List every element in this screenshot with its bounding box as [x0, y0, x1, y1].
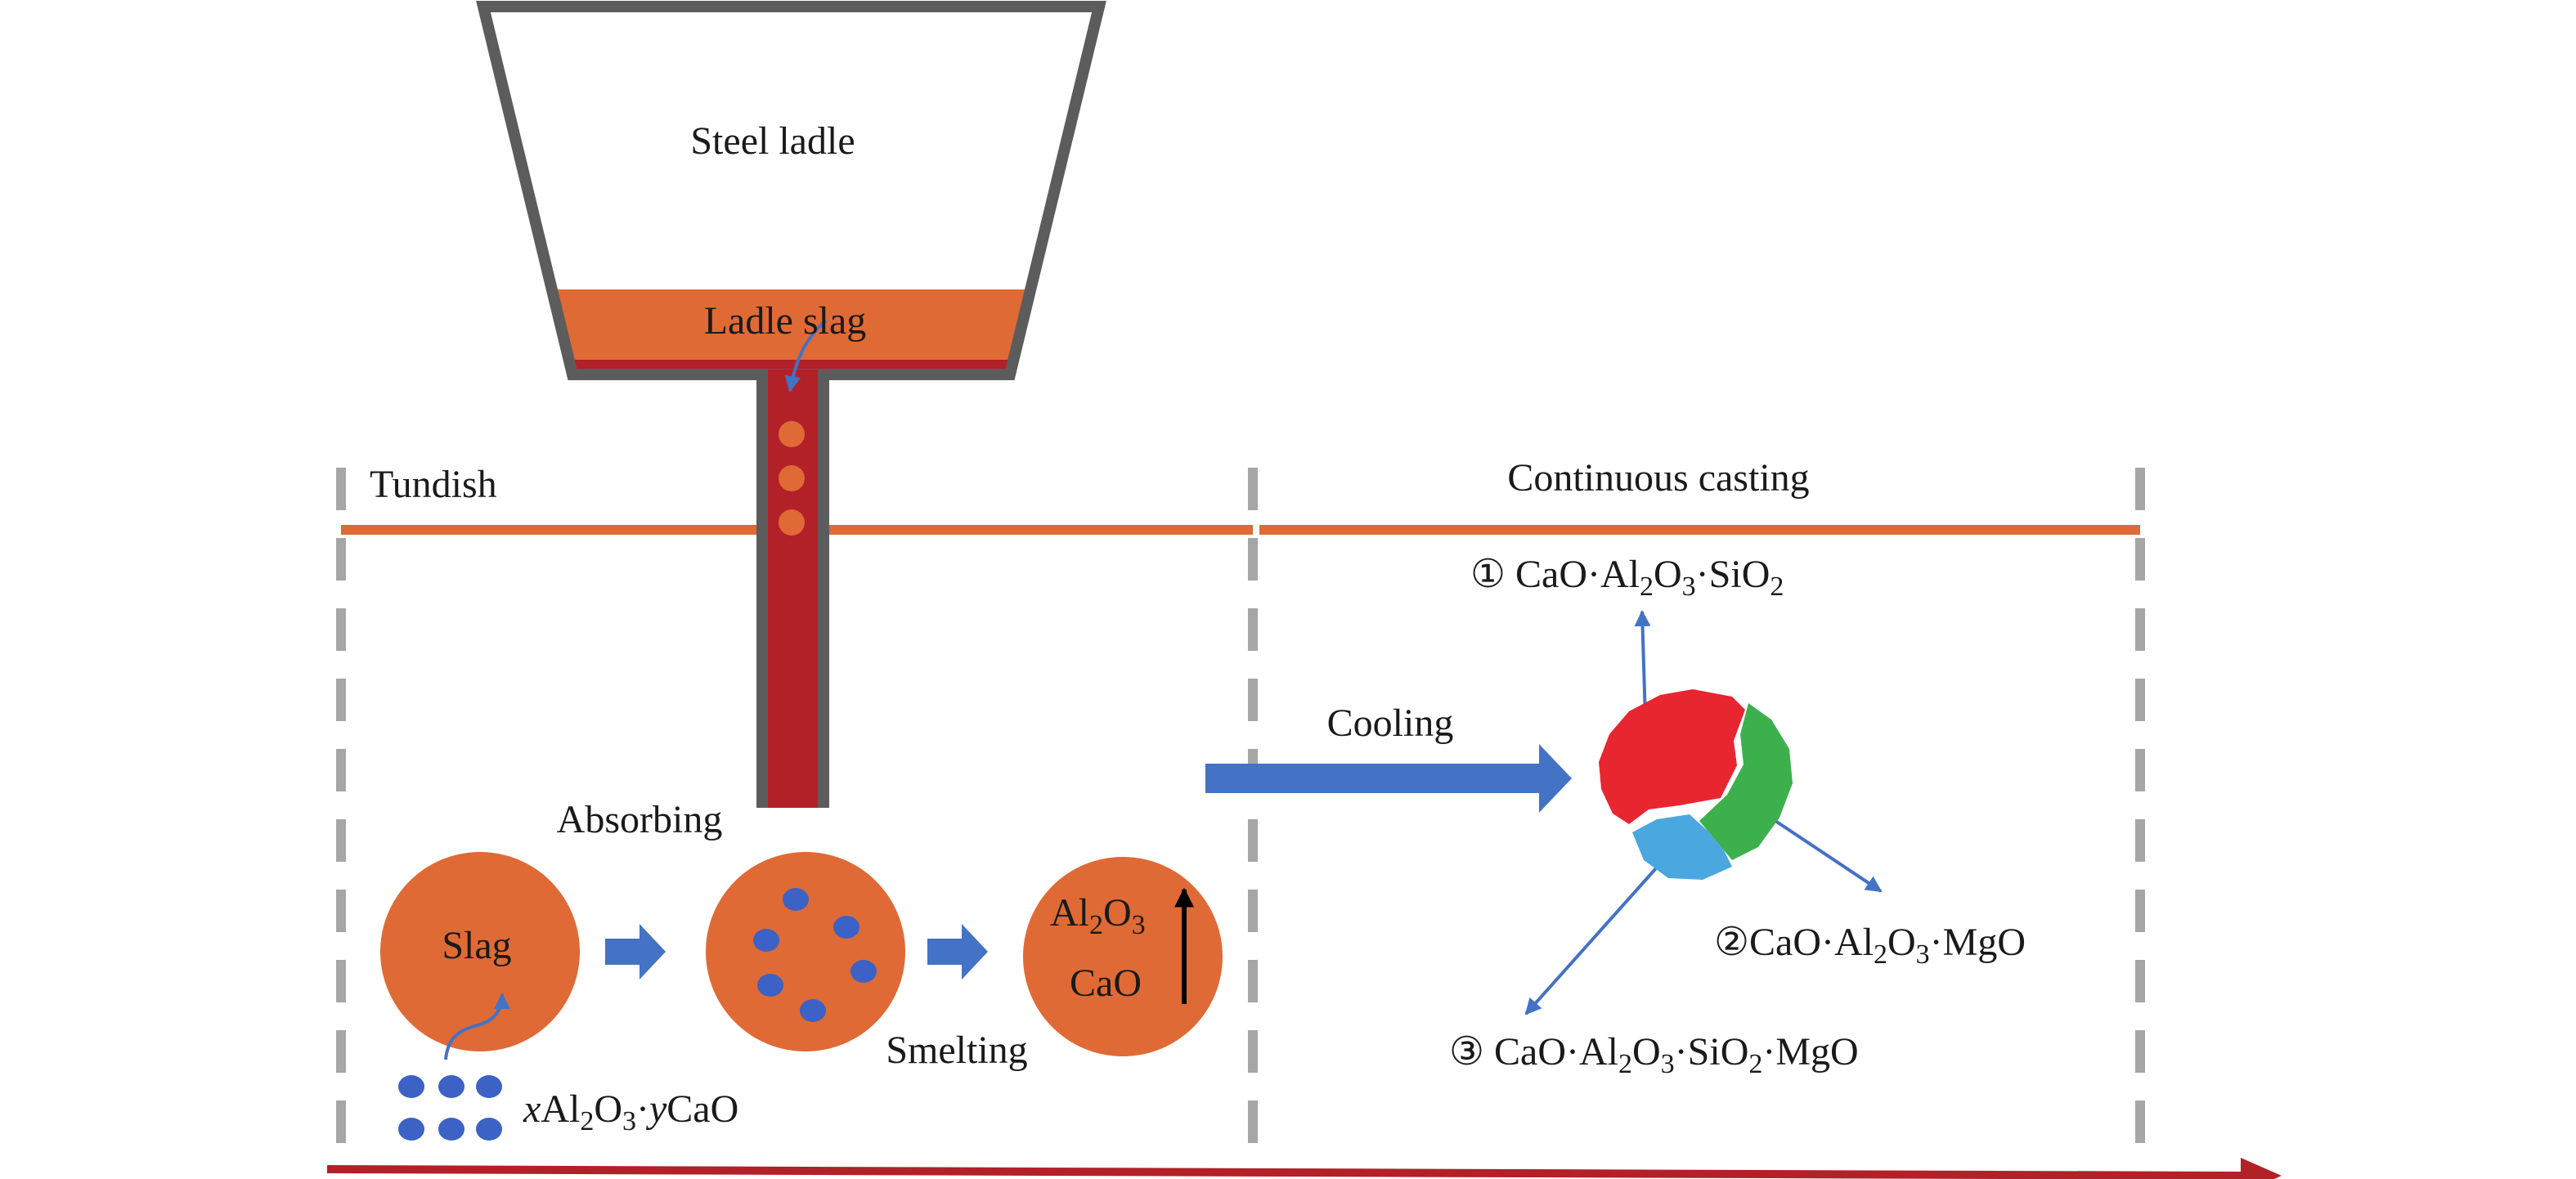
- phase2-pointer: [1769, 816, 1883, 893]
- absorb-curve-arrow: [444, 993, 510, 1060]
- steel-ladle-label: Steel ladle: [690, 119, 855, 163]
- inclusion-phases: [1524, 610, 1883, 1015]
- steel-ladle: [476, 0, 1106, 380]
- ladle-wall: [476, 0, 1106, 380]
- cooling-label: Cooling: [1327, 702, 1454, 745]
- nozzle-wall-right: [818, 370, 829, 808]
- slag-circle: [380, 852, 580, 1051]
- ladle-nozzle: [756, 319, 829, 808]
- inclusion-formula-label: xAl2O3·yCaO: [523, 1087, 738, 1136]
- process-arrow-1: [605, 924, 666, 980]
- stage-dividers: [336, 468, 2145, 1161]
- ladle-slag-label: Ladle slag: [704, 299, 867, 343]
- nozzle-wall-left: [756, 370, 768, 808]
- ladle-slag-layer: [551, 289, 1032, 365]
- cao-label: CaO: [1070, 962, 1142, 1005]
- enriched-slag-circle: [1023, 857, 1223, 1056]
- slag-droplet: [779, 421, 805, 447]
- smelting-label: Smelting: [886, 1029, 1027, 1072]
- timeline-arrow: [326, 1158, 2282, 1179]
- slag-droplet: [779, 509, 805, 536]
- absorbing-label: Absorbing: [557, 798, 723, 841]
- entrainment-arrow: [784, 319, 828, 392]
- phase-green: [1699, 703, 1793, 860]
- phase1-label: ① CaO·Al2O3·SiO2: [1470, 553, 1784, 602]
- slag-sequence: [380, 852, 1223, 1141]
- inclusion-particles: [398, 1075, 502, 1141]
- phase3-pointer: [1524, 867, 1658, 1015]
- phase3-label: ③ CaO·Al2O3·SiO2·MgO: [1449, 1030, 1859, 1079]
- continuous-casting-label: Continuous casting: [1507, 456, 1809, 500]
- process-arrow-2: [927, 924, 988, 980]
- slag-label: Slag: [442, 924, 511, 967]
- slag-droplet: [779, 465, 805, 491]
- phase1-pointer: [1634, 610, 1651, 720]
- cooling-arrow: [1205, 744, 1572, 813]
- absorbed-inclusions: [753, 888, 877, 1022]
- phase-red: [1599, 689, 1745, 824]
- absorbing-circle: [706, 852, 905, 1051]
- al2o3-label: Al2O3: [1050, 891, 1146, 940]
- ladle-slag-bottom: [567, 360, 1016, 370]
- tundish-label: Tundish: [370, 463, 497, 506]
- phase2-label: ②CaO·Al2O3·MgO: [1714, 921, 2026, 970]
- phase-blue: [1632, 814, 1732, 880]
